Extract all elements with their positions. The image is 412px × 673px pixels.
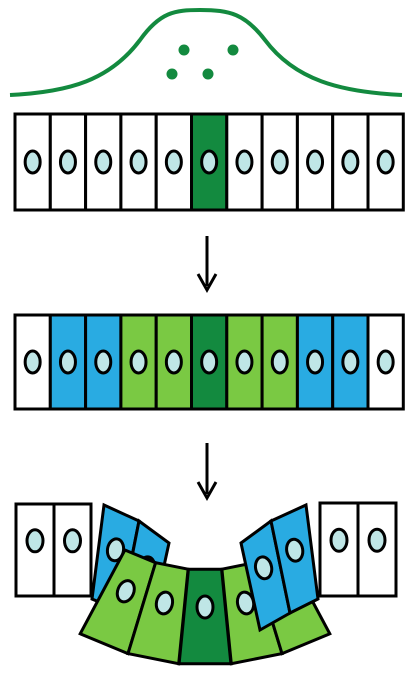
cell-white xyxy=(356,501,398,598)
cell-blue xyxy=(84,313,123,411)
nucleus xyxy=(129,149,148,175)
morphogen-particle xyxy=(227,44,239,56)
cell-blue xyxy=(295,313,335,411)
nucleus xyxy=(376,349,395,375)
nucleus xyxy=(306,349,325,375)
nucleus xyxy=(329,527,349,553)
nucleus xyxy=(23,349,42,375)
nucleus xyxy=(235,349,254,375)
stage-2-patterned-epithelium xyxy=(13,313,405,411)
nucleus xyxy=(341,349,360,375)
cell-dark-green xyxy=(177,567,233,666)
nucleus xyxy=(341,149,360,175)
cell-blue xyxy=(269,502,320,616)
cell-light-green xyxy=(154,313,193,411)
cell-white xyxy=(52,502,93,598)
cell-white xyxy=(366,313,405,411)
nucleus xyxy=(94,149,113,175)
morphogen-particle xyxy=(202,68,214,80)
nucleus xyxy=(367,527,387,553)
nucleus xyxy=(270,149,289,175)
cell-white xyxy=(154,112,193,212)
nucleus xyxy=(200,349,219,375)
cell-white xyxy=(48,112,88,212)
nucleus xyxy=(115,579,136,604)
cell-white xyxy=(318,501,360,598)
cell-white xyxy=(331,112,370,212)
stage-3-bent-epithelium xyxy=(14,501,398,666)
nucleus xyxy=(63,528,82,554)
cell-white xyxy=(366,112,405,212)
cell-light-green xyxy=(119,313,158,411)
nucleus xyxy=(376,149,395,175)
down-arrow-1 xyxy=(196,236,218,294)
cell-white xyxy=(13,112,52,212)
cell-dark-green xyxy=(190,112,229,212)
cell-white xyxy=(13,313,52,411)
nucleus xyxy=(235,149,254,175)
morphogen-particle xyxy=(166,68,178,80)
stage-1-uniform-epithelium xyxy=(13,112,405,212)
nucleus xyxy=(58,149,77,175)
nucleus xyxy=(129,349,148,375)
cell-white xyxy=(14,502,56,598)
cell-blue xyxy=(239,518,292,633)
cell-white xyxy=(225,112,264,212)
nucleus xyxy=(164,349,183,375)
nucleus xyxy=(306,149,325,175)
cell-blue xyxy=(331,313,370,411)
nucleus xyxy=(270,349,289,375)
nucleus xyxy=(154,590,175,616)
nucleus xyxy=(253,555,274,581)
nucleus xyxy=(164,149,183,175)
nucleus xyxy=(25,528,45,554)
nucleus xyxy=(23,149,42,175)
cell-white xyxy=(119,112,158,212)
nucleus xyxy=(285,537,305,563)
cell-blue xyxy=(48,313,88,411)
cell-white xyxy=(295,112,335,212)
cell-light-green xyxy=(225,313,264,411)
morphogen-gradient xyxy=(9,7,403,97)
down-arrow-2 xyxy=(196,443,218,502)
cell-dark-green xyxy=(190,313,229,411)
cell-white xyxy=(84,112,123,212)
nucleus xyxy=(200,149,219,175)
morphogen-particle xyxy=(178,44,190,56)
cell-white xyxy=(260,112,299,212)
cell-light-green xyxy=(260,313,299,411)
nucleus xyxy=(94,349,113,375)
nucleus xyxy=(58,349,77,375)
gradient-curve xyxy=(9,7,403,97)
nucleus xyxy=(195,594,215,620)
